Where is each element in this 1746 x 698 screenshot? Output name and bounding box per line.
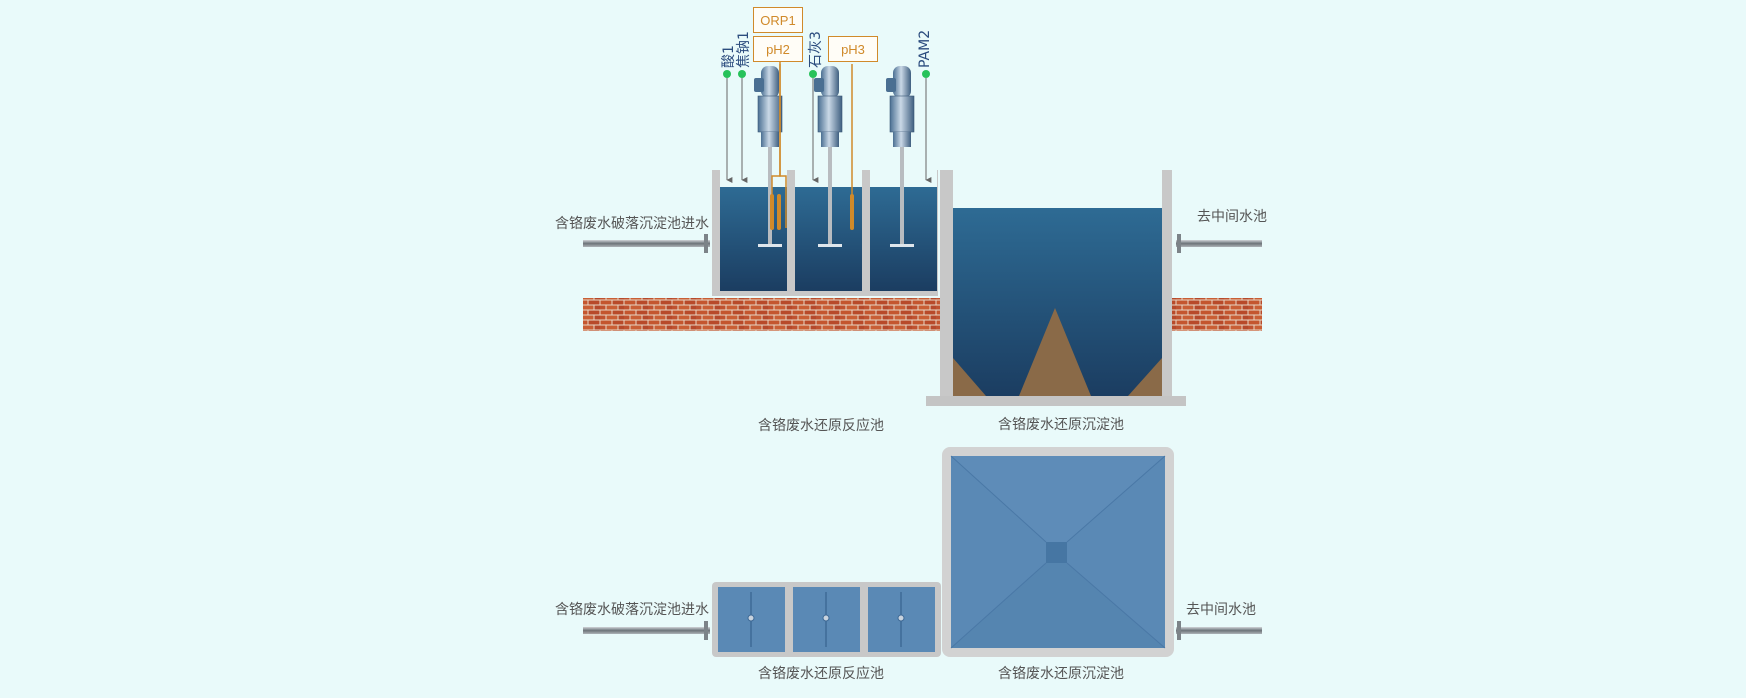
settling-tank-side	[926, 170, 1186, 406]
settling-tank-plan	[942, 447, 1174, 657]
mixer-2	[814, 66, 843, 247]
probe-ph2-sensor	[777, 194, 781, 230]
plan-outlet-pipe	[1176, 621, 1262, 640]
plan-outlet-label: 去中间水池	[1186, 602, 1256, 618]
dosing-label-lime3: 石灰3	[808, 31, 824, 68]
plan-settling-tank-label: 含铬废水还原沉淀池	[998, 666, 1124, 682]
plan-mixer-3	[897, 614, 905, 622]
mixer-3	[886, 66, 915, 247]
sludge-left	[953, 358, 986, 396]
plan-reaction-tank-label: 含铬废水还原反应池	[758, 666, 884, 682]
dosing-label-sodium1: 焦钠1	[736, 31, 752, 68]
dosing-line-pam2	[922, 70, 932, 183]
reaction-tank-plan	[712, 582, 941, 657]
inlet-pipe	[583, 234, 710, 253]
sludge-center	[1019, 308, 1091, 396]
plan-mixer-1	[747, 614, 755, 622]
plan-inlet-label: 含铬废水破落沉淀池进水	[555, 602, 709, 618]
probe-orp1-sensor	[770, 194, 774, 230]
probe-ph2-tag[interactable]: pH2	[753, 36, 803, 62]
dosing-label-pam2: PAM2	[917, 29, 933, 68]
probe-ph2-wire	[779, 64, 787, 228]
side-outlet-label: 去中间水池	[1197, 209, 1267, 225]
reaction-tank-side	[712, 170, 938, 296]
side-inlet-label: 含铬废水破落沉淀池进水	[555, 216, 709, 232]
dosing-line-acid1	[723, 70, 733, 183]
side-settling-tank-label: 含铬废水还原沉淀池	[998, 417, 1124, 433]
mixer-1	[754, 66, 783, 247]
dosing-line-lime3	[809, 70, 819, 183]
dosing-line-sodium1	[738, 70, 748, 183]
reaction-cell-1-water	[720, 187, 787, 291]
sludge-right	[1128, 358, 1162, 396]
brick-ground-left	[583, 298, 943, 331]
plan-mixer-2	[822, 614, 830, 622]
probe-ph3-sensor	[850, 194, 854, 230]
probe-orp1-tag[interactable]: ORP1	[753, 7, 803, 33]
outlet-pipe	[1176, 234, 1262, 253]
plan-sludge-hopper	[1046, 542, 1067, 563]
plan-inlet-pipe	[583, 621, 710, 640]
side-reaction-tank-label: 含铬废水还原反应池	[758, 418, 884, 434]
brick-ground-right	[1171, 298, 1262, 331]
probe-ph3-tag[interactable]: pH3	[828, 36, 878, 62]
